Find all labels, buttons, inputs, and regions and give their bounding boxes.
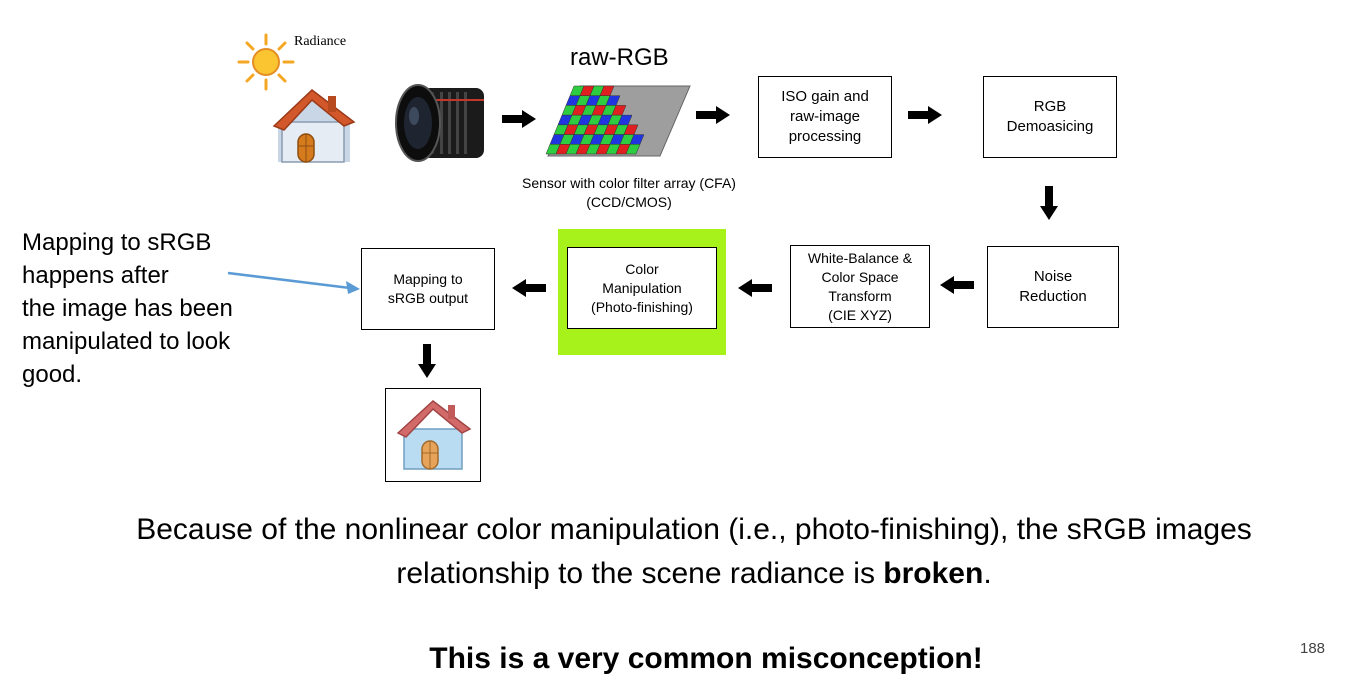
rgb-demosaicing-box: RGB Demoasicing [983, 76, 1117, 158]
statement-emphasis: broken [883, 557, 984, 590]
sun-icon [237, 33, 295, 91]
arrow-left-icon [512, 279, 546, 297]
pointer-arrow-icon [227, 271, 360, 294]
side-note: Mapping to sRGB happens after the image … [22, 229, 233, 388]
radiance-label: Radiance [294, 34, 347, 49]
arrow-right-icon [502, 110, 536, 128]
statement-line-2-text: relationship to the scene radiance is [396, 557, 884, 590]
statement-line-1: Because of the nonlinear color manipulat… [136, 513, 1252, 546]
cfa-sensor-icon [545, 85, 691, 157]
arrow-right-icon [908, 106, 942, 124]
iso-gain-box: ISO gain and raw-image processing [758, 76, 892, 158]
arrow-right-icon [696, 106, 730, 124]
statement-line-2-end: . [983, 557, 992, 590]
house-icon [396, 400, 472, 470]
house-icon [272, 89, 356, 163]
cfa-cell [625, 144, 641, 155]
slide-number: 188 [1300, 640, 1326, 657]
mapping-to-srgb-box: Mapping to sRGB output [361, 248, 495, 330]
arrow-down-icon [418, 344, 436, 378]
statement-line-2: relationship to the scene radiance is br… [44, 557, 1344, 591]
output-image-frame [385, 388, 481, 482]
noise-reduction-box: Noise Reduction [987, 246, 1119, 328]
arrow-left-icon [940, 276, 974, 294]
color-manipulation-box: Color Manipulation (Photo-finishing) [567, 247, 717, 329]
arrow-left-icon [738, 279, 772, 297]
conclusion: This is a very common misconception! [429, 642, 983, 675]
sensor-caption: Sensor with color filter array (CFA) (CC… [522, 175, 736, 210]
arrow-down-icon [1040, 186, 1058, 220]
raw-rgb-label: raw-RGB [570, 44, 669, 71]
camera-lens-icon [395, 84, 484, 162]
white-balance-box: White-Balance & Color Space Transform (C… [790, 245, 930, 328]
